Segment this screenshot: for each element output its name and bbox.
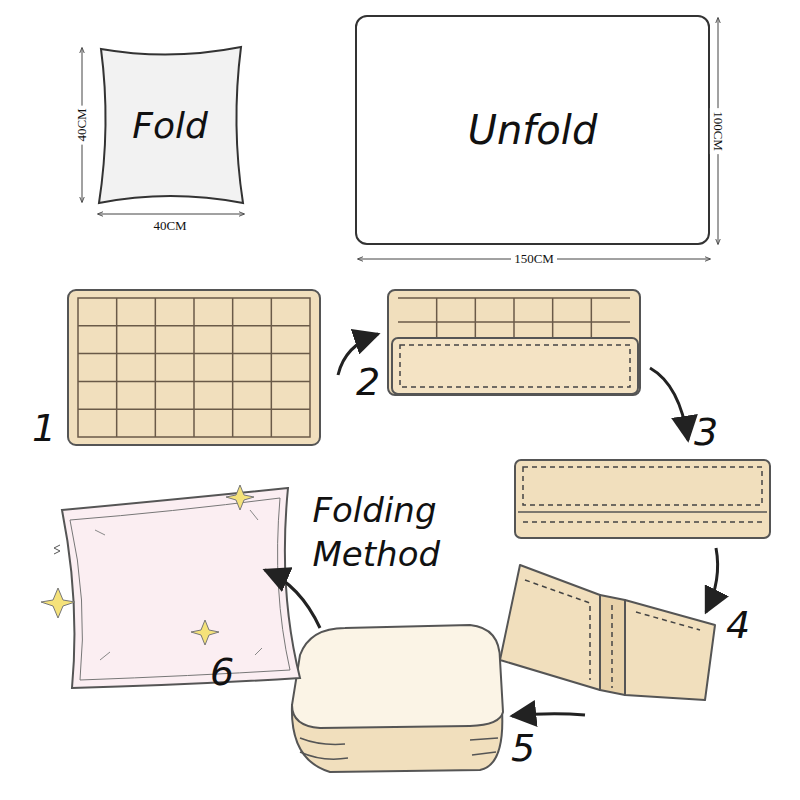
node-label: Unfold <box>468 107 598 153</box>
step-number: 2 <box>356 360 380 404</box>
step-number: 6 <box>210 650 234 694</box>
step-number: 4 <box>726 603 750 647</box>
step2-blanket <box>388 290 640 395</box>
pillow-fold-shape: Fold <box>95 45 245 205</box>
step5-block <box>292 625 503 772</box>
step4-folding <box>500 565 715 700</box>
dimension-text: 40CM <box>150 218 189 234</box>
node-label: Fold <box>132 105 208 146</box>
step-number: 3 <box>694 410 718 454</box>
step3-strip <box>515 460 770 538</box>
dimension-lines <box>82 18 718 259</box>
dimension-text: 150CM <box>511 251 557 267</box>
blanket-unfold-rect: Unfold <box>355 15 710 245</box>
step-number: 1 <box>32 406 56 450</box>
step-number: 5 <box>511 726 535 770</box>
step-arrows <box>265 334 718 716</box>
dimension-text: 100CM <box>710 108 726 154</box>
step1-blanket <box>68 290 320 445</box>
step6-pillow <box>41 485 300 688</box>
dimension-text: 40CM <box>74 105 90 144</box>
method-heading: Folding Method <box>313 488 528 576</box>
